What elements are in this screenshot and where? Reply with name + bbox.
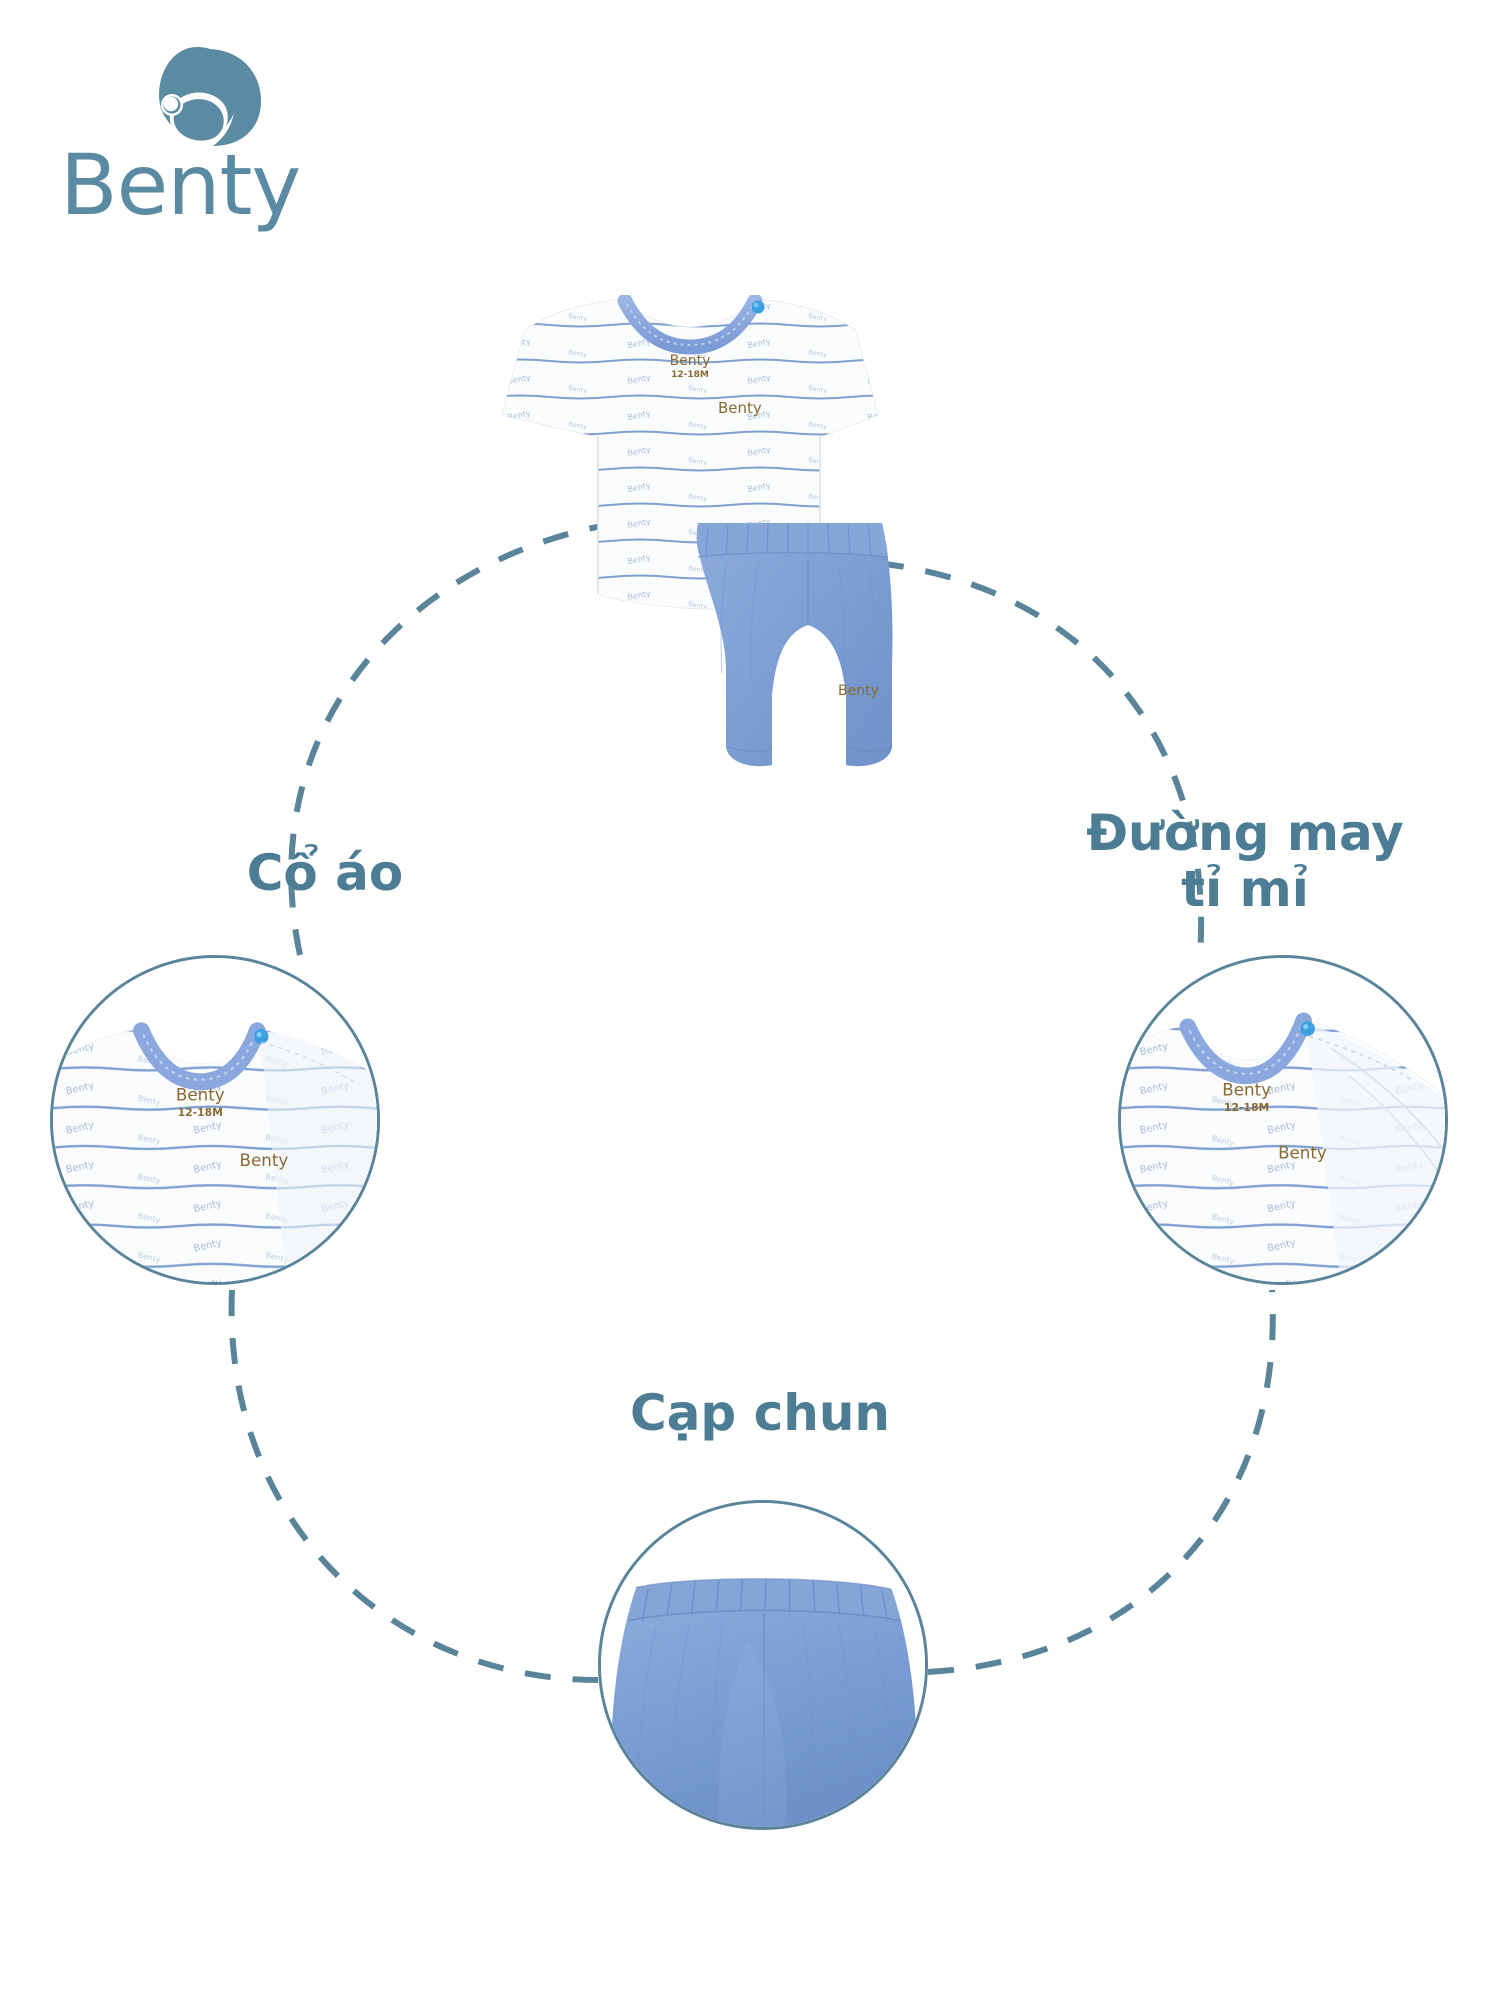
product-bottom-shorts: Benty	[696, 522, 893, 767]
svg-text:Benty: Benty	[1278, 1143, 1327, 1162]
svg-text:Benty: Benty	[670, 353, 711, 369]
feature-label-collar: Cổ áo	[246, 844, 404, 902]
mother-and-baby-icon	[159, 47, 261, 146]
svg-text:Benty: Benty	[718, 399, 762, 417]
svg-text:Benty: Benty	[176, 1085, 225, 1104]
detail-circle-stitching: Benty Benty Benty	[1118, 955, 1448, 1285]
main-product-image: Benty Benty	[501, 295, 893, 767]
brand-logo: Benty	[60, 45, 390, 234]
detail-circle-waistband	[598, 1500, 928, 1830]
detail-circle-collar: Benty Benty Benty Benty	[50, 955, 380, 1285]
feature-label-stitching: Đường may tỉ mỉ	[1086, 804, 1404, 918]
svg-text:12-18M: 12-18M	[1224, 1101, 1269, 1114]
svg-text:Benty: Benty	[240, 1151, 289, 1170]
svg-text:12-18M: 12-18M	[671, 370, 709, 380]
svg-text:12-18M: 12-18M	[178, 1106, 223, 1119]
svg-text:Benty: Benty	[1222, 1080, 1271, 1099]
brand-wordmark: Benty	[60, 136, 301, 234]
stitching-closeup-image: Benty Benty Benty	[1121, 958, 1445, 1282]
waistband-closeup-image	[601, 1503, 925, 1827]
svg-text:Benty: Benty	[838, 683, 879, 699]
collar-closeup-image: Benty Benty Benty Benty	[53, 958, 377, 1282]
feature-label-waistband: Cạp chun	[629, 1384, 891, 1442]
